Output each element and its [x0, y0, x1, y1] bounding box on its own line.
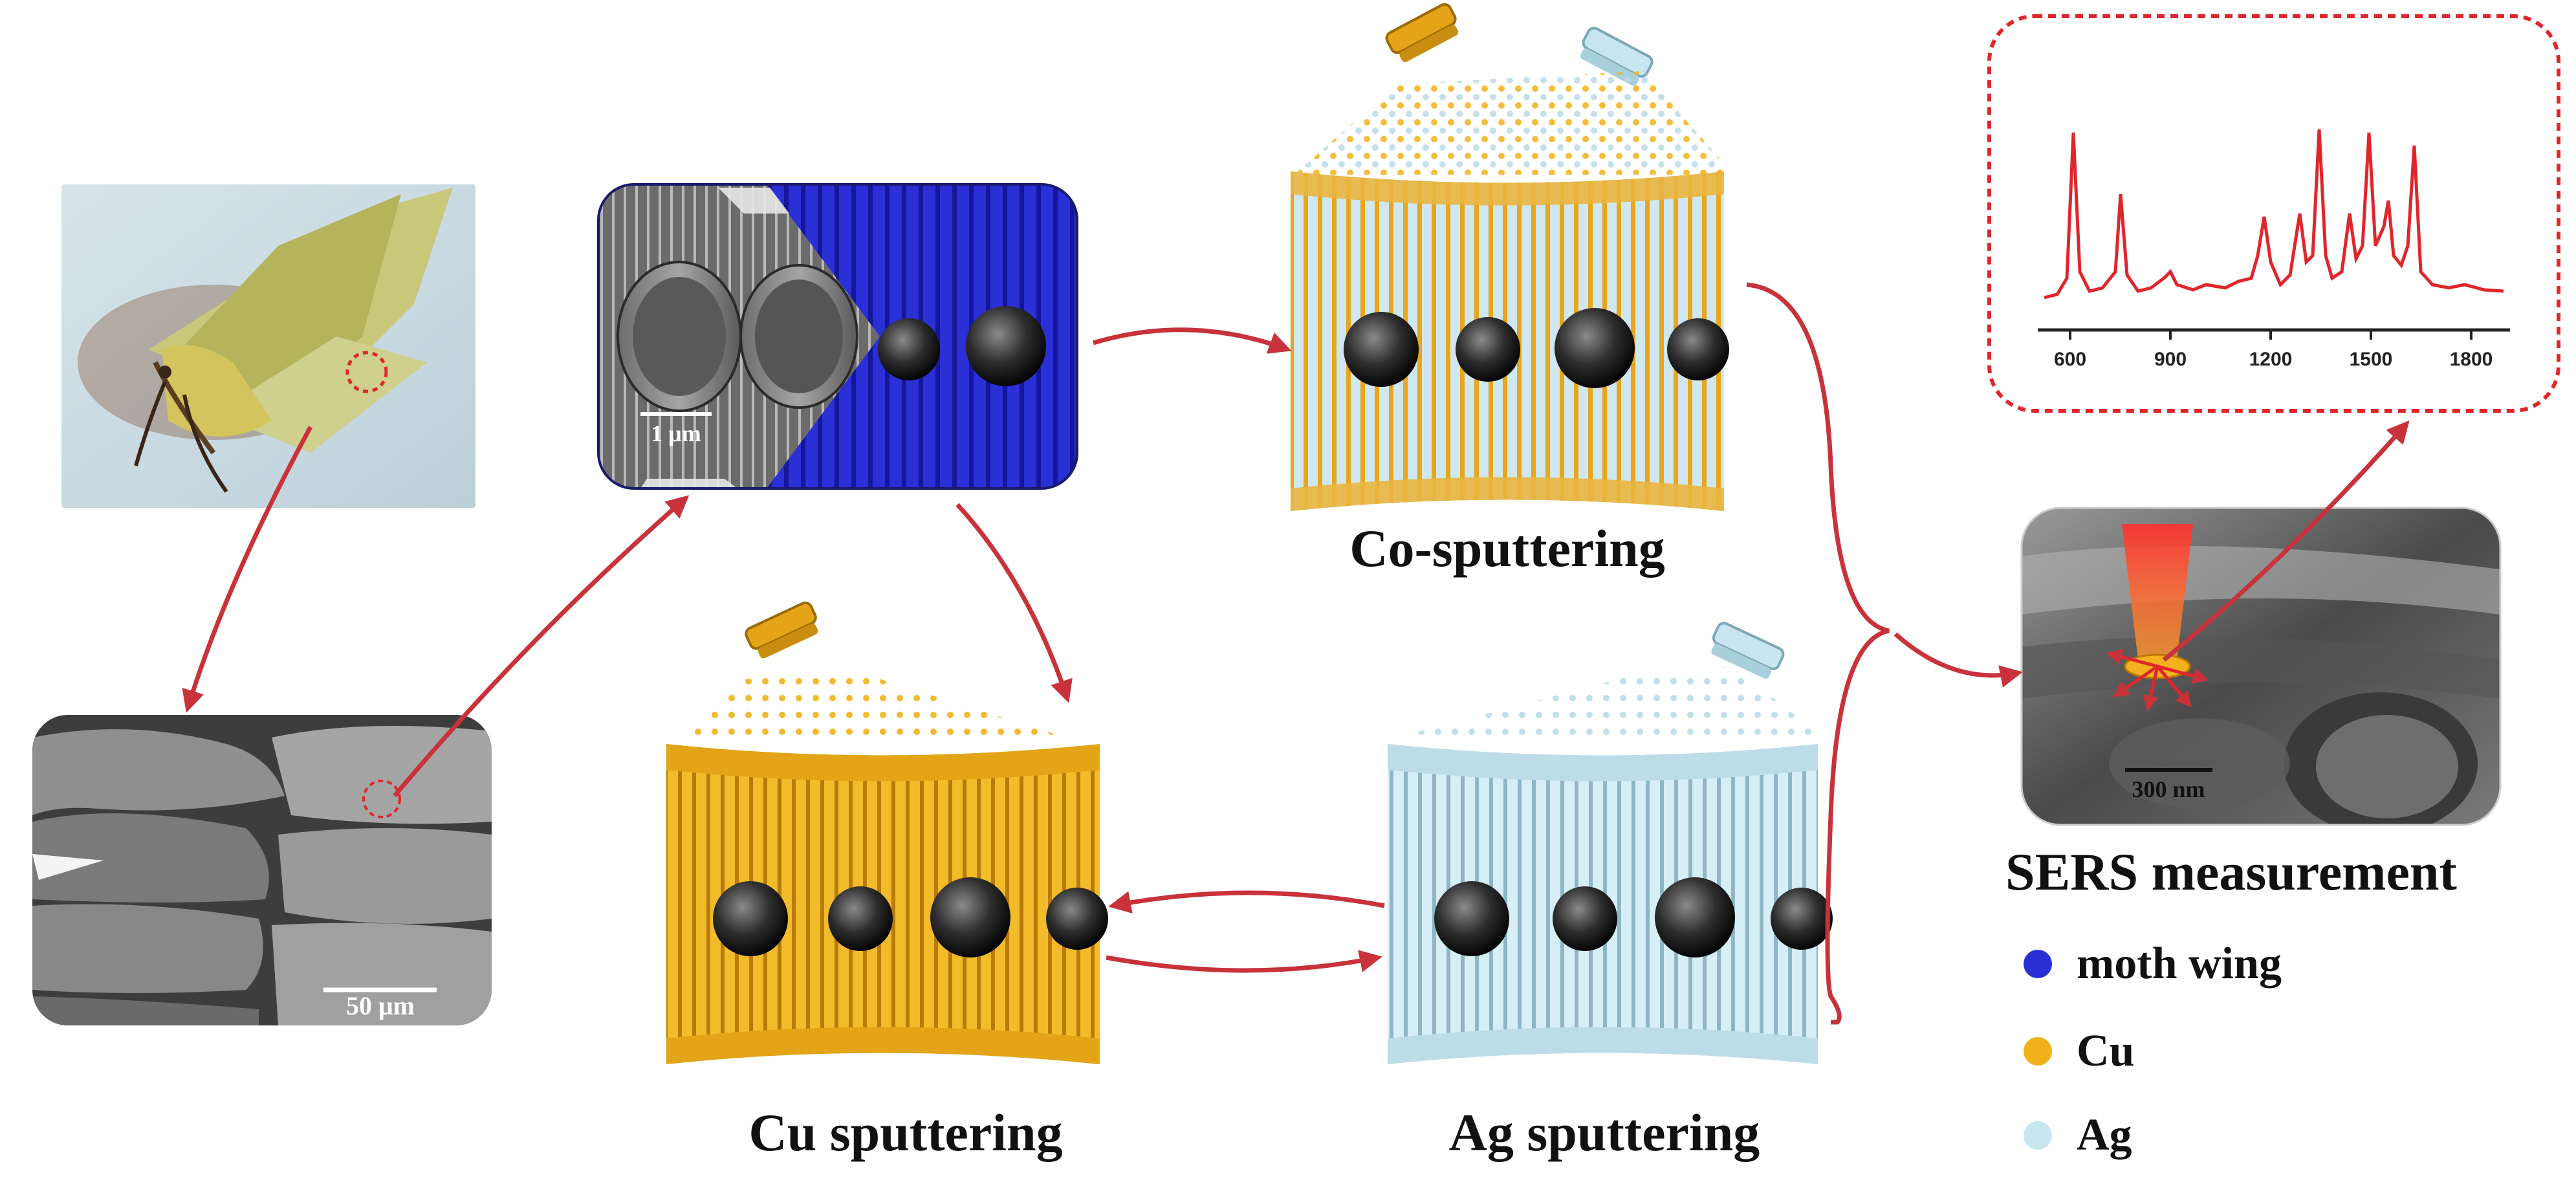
- nanoparticle: [713, 881, 788, 956]
- spectrum-ticks: 600 900 1200 1500 1800: [2054, 330, 2493, 370]
- nanoparticle: [1434, 881, 1509, 956]
- legend-label-ag: Ag: [2077, 1110, 2132, 1160]
- nanoparticle: [1655, 877, 1735, 958]
- cu-sputter-particles: [679, 673, 1087, 744]
- tick-label-900: 900: [2154, 349, 2187, 370]
- arrow-photo-to-sem: [182, 426, 313, 713]
- legend-label-cu: Cu: [2077, 1026, 2134, 1076]
- ag-sputter-particles: [1371, 666, 1831, 744]
- sers-spectrum-box: [1987, 14, 2560, 413]
- nanoparticle: [1046, 888, 1108, 950]
- tick-label-1200: 1200: [2249, 349, 2293, 370]
- legend: moth wing Cu Ag: [2024, 939, 2282, 1160]
- sers-sem-image: [2022, 508, 2500, 825]
- ag-target-icon: [1711, 622, 1785, 679]
- wing-zoom-circle: [345, 351, 388, 393]
- cu-sputtering-label: Cu sputtering: [748, 1103, 1062, 1162]
- scale-bar-50um-label: 50 μm: [346, 991, 415, 1020]
- nanoparticle: [930, 877, 1010, 958]
- co-sputtering-sample: [1291, 3, 1734, 511]
- co-sputtering-label: Co-sputtering: [1349, 519, 1665, 578]
- tick-label-600: 600: [2054, 349, 2086, 370]
- nanoparticle: [966, 306, 1046, 386]
- spectrum-line: [2044, 129, 2504, 300]
- cu-target-icon: [745, 601, 818, 659]
- legend-dot-cu: [2024, 1037, 2052, 1066]
- cu-target-icon: [1385, 3, 1459, 62]
- legend-dot-moth-wing: [2024, 950, 2052, 978]
- ag-sputtering-sample: [1371, 622, 1833, 1064]
- moth-photo: [61, 184, 475, 508]
- sem-wing-scales: [32, 715, 492, 1025]
- nanoparticle: [828, 886, 893, 951]
- scale-bar-1um-label: 1 μm: [651, 421, 701, 446]
- cu-sputtering-sample: [666, 601, 1108, 1064]
- laser-beam: [2122, 524, 2193, 660]
- legend-label-moth-wing: moth wing: [2077, 939, 2282, 989]
- nanoparticle: [1456, 317, 1520, 382]
- ag-sputtering-label: Ag sputtering: [1449, 1103, 1760, 1162]
- scatter-arrows-icon: [2106, 649, 2209, 712]
- arrow-wing-to-co: [1092, 327, 1292, 354]
- sers-spectrum-plot: 600 900 1200 1500 1800: [2038, 129, 2510, 370]
- nanoparticle: [1553, 886, 1617, 951]
- arrow-ag-to-cu: [1108, 890, 1385, 914]
- nanoparticle: [878, 318, 940, 380]
- arrow-wing-to-cu: [955, 503, 1073, 703]
- scale-bar-300nm-label: 300 nm: [2132, 776, 2205, 802]
- nanoparticle: [1667, 318, 1729, 380]
- legend-dot-ag: [2024, 1121, 2052, 1150]
- merge-bracket: [1746, 282, 1890, 1025]
- sers-measurement-label: SERS measurement: [2005, 842, 2457, 901]
- sem-zoom-circle: [362, 780, 401, 818]
- arrow-cu-to-ag: [1106, 950, 1382, 973]
- arrow-to-sers: [1894, 632, 2023, 688]
- arrow-sers-to-spectrum: [2162, 420, 2410, 662]
- process-arrows: [182, 327, 2410, 973]
- co-sputter-particles: [1294, 71, 1734, 175]
- tick-label-1800: 1800: [2450, 349, 2493, 370]
- nanoparticle: [1344, 312, 1419, 387]
- nanoparticle: [1771, 888, 1833, 950]
- nanoparticle: [1555, 308, 1635, 388]
- arrow-sem-to-wing: [393, 495, 690, 798]
- tick-label-1500: 1500: [2350, 349, 2393, 370]
